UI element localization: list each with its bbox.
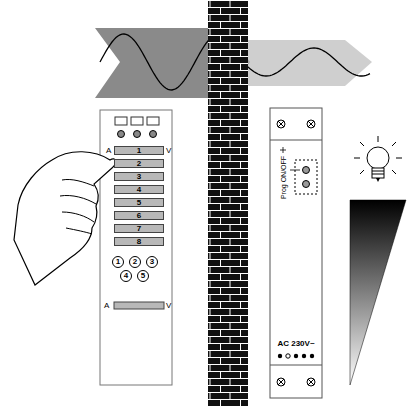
button-number: 1 <box>116 258 120 266</box>
button-number: 1 <box>137 147 141 155</box>
button-number: 3 <box>150 258 154 266</box>
button-number: 5 <box>141 272 145 280</box>
dimmer-bar <box>114 302 164 309</box>
scene-button: 1 <box>112 256 124 268</box>
button-number: 2 <box>137 160 141 168</box>
prog-area <box>295 160 317 194</box>
button-number: 8 <box>137 238 141 246</box>
prog-label: Prog ON/OFF <box>281 156 288 199</box>
channel-button: 6 <box>114 211 164 220</box>
channel-button: 1 <box>114 146 164 155</box>
receiver-housing <box>270 108 322 398</box>
scene-button: 3 <box>146 256 158 268</box>
channel-button: 3 <box>114 172 164 181</box>
button-number: 6 <box>137 212 141 220</box>
dim-up-mark: V <box>166 147 171 155</box>
button-number: 4 <box>124 272 128 280</box>
transmitter-housing <box>100 110 172 385</box>
dim-down-mark: A <box>104 302 109 310</box>
light-bulb <box>354 136 402 182</box>
button-number: 5 <box>137 199 141 207</box>
brick-wall <box>208 0 248 407</box>
button-number: 4 <box>137 186 141 194</box>
button-number: 7 <box>137 225 141 233</box>
scene-button: 4 <box>120 270 132 282</box>
channel-button: 7 <box>114 224 164 233</box>
dim-up-mark: V <box>166 302 171 310</box>
button-number: 3 <box>137 173 141 181</box>
channel-button: 8 <box>114 237 164 246</box>
voltage-label: AC 230V~ <box>277 340 314 348</box>
channel-button: 5 <box>114 198 164 207</box>
scene-button: 2 <box>129 256 141 268</box>
dim-down-mark: A <box>106 147 111 155</box>
scene-button: 5 <box>137 270 149 282</box>
channel-button: 2 <box>114 159 164 168</box>
channel-button: 4 <box>114 185 164 194</box>
button-number: 2 <box>133 258 137 266</box>
dimming-wedge <box>350 200 406 385</box>
hand <box>14 152 116 285</box>
